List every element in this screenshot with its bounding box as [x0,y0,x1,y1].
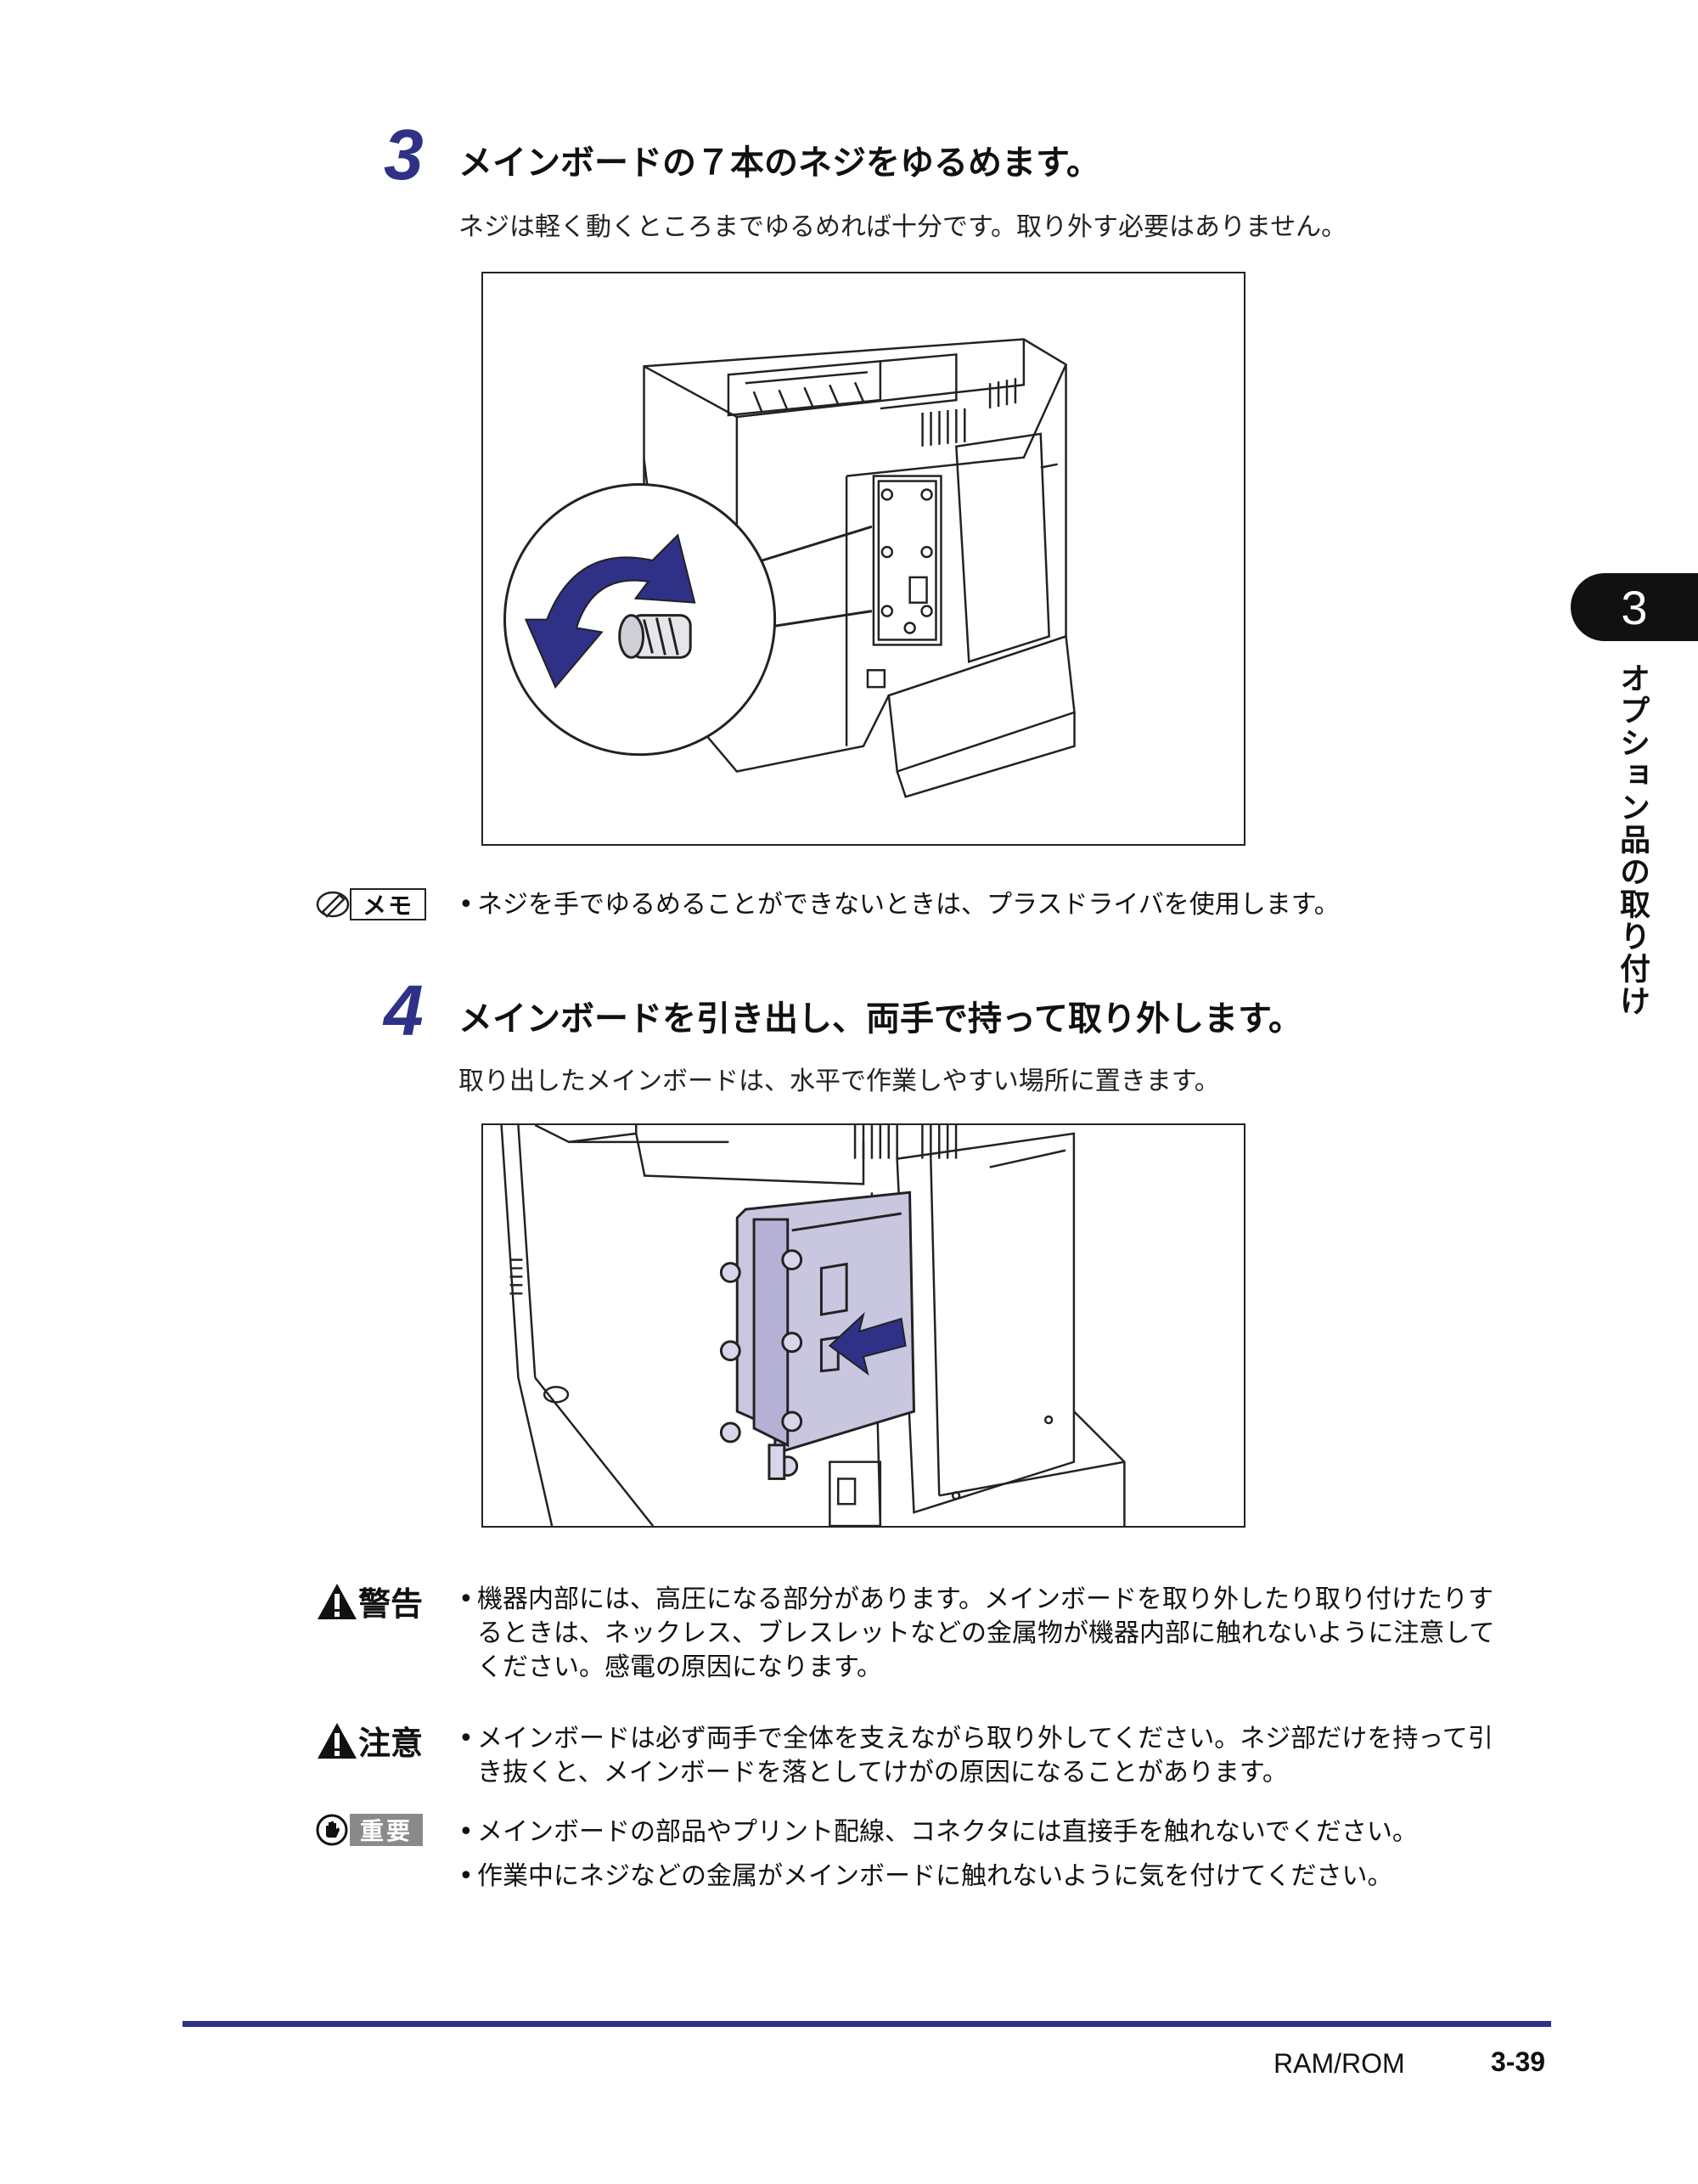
important-text: メインボードの部品やプリント配線、コネクタには直接手を触れないでください。 [477,1817,1418,1847]
caution-body: • メインボードは必ず両手で全体を支えながら取り外してください。ネジ部だけを持っ… [458,1722,1562,1790]
bullet-dot: • [458,890,474,920]
important-label: 重要 [316,1814,423,1846]
step-3-number: 3 [384,115,424,194]
caution-line: き抜くと、メインボードを落としてけがの原因になることがあります。 [477,1758,1288,1787]
important-badge: 重要 [350,1814,423,1846]
footer-page-number: 3-39 [1491,2046,1546,2077]
footer-section: RAM/ROM [1274,2048,1405,2079]
hand-stop-icon [316,1814,348,1846]
memo-text: ネジを手でゆるめることができないときは、プラスドライバを使用します。 [477,890,1340,920]
caution-label: 注意 [316,1717,423,1764]
chapter-tab: 3 [1571,573,1698,641]
warning-label-text: 警告 [358,1585,424,1623]
bullet-dot: • [458,1585,474,1614]
main-board-removal-illustration [500,1125,1126,1526]
pencil-memo-icon [316,891,350,918]
caution-text-block: メインボードは必ず両手で全体を支えながら取り外してください。ネジ部だけを持って引… [477,1722,1493,1790]
caution-triangle-icon [318,1722,357,1759]
step-4-title: メインボードを引き出し、両手で持って取り外します。 [458,999,1302,1039]
bullet-dot: • [458,1724,474,1753]
warning-triangle-icon [318,1583,357,1619]
footer-rule [183,2021,1551,2027]
warning-text-block: 機器内部には、高圧になる部分があります。メインボードを取り外したり取り付けたりす… [477,1583,1495,1685]
step-3-description: ネジは軽く動くところまでゆるめれば十分です。取り外す必要はありません。 [458,212,1347,242]
warning-item: • 機器内部には、高圧になる部分があります。メインボードを取り外したり取り付けた… [458,1583,1562,1685]
bullet-dot: • [458,1817,474,1847]
caution-label-text: 注意 [358,1725,424,1762]
important-item: • 作業中にネジなどの金属がメインボードに触れないように気を付けてください。 [458,1860,1562,1894]
figure-remove-board [481,1123,1245,1528]
caution-item: • メインボードは必ず両手で全体を支えながら取り外してください。ネジ部だけを持っ… [458,1722,1562,1790]
warning-label: 警告 [316,1578,423,1624]
caution-line: メインボードは必ず両手で全体を支えながら取り外してください。ネジ部だけを持って引 [477,1724,1493,1753]
important-body: • メインボードの部品やプリント配線、コネクタには直接手を触れないでください。 … [458,1815,1562,1894]
memo-badge: メモ [350,888,426,920]
bullet-dot: • [458,1861,474,1891]
chapter-title-vertical: オプション品の取り付け [1615,662,1650,1017]
step-3-title: メインボードの７本のネジをゆるめます。 [458,144,1100,183]
memo-label: メモ [316,888,426,920]
important-item: • メインボードの部品やプリント配線、コネクタには直接手を触れないでください。 [458,1815,1562,1849]
warning-body: • 機器内部には、高圧になる部分があります。メインボードを取り外したり取り付けた… [458,1583,1562,1685]
warning-line: 機器内部には、高圧になる部分があります。メインボードを取り外したり取り付けたりす [477,1585,1493,1614]
printer-rear-illustration [503,338,1076,798]
memo-item: • ネジを手でゆるめることができないときは、プラスドライバを使用します。 [458,888,1562,922]
step-4-number: 4 [384,971,424,1050]
warning-line: るときは、ネックレス、ブレスレットなどの金属物が機器内部に触れないように注意して [477,1618,1495,1648]
warning-line: ください。感電の原因になります。 [477,1652,882,1682]
figure-loosen-screws [481,272,1245,846]
important-text: 作業中にネジなどの金属がメインボードに触れないように気を付けてください。 [477,1861,1393,1891]
step-4-description: 取り出したメインボードは、水平で作業しやすい場所に置きます。 [458,1067,1220,1096]
